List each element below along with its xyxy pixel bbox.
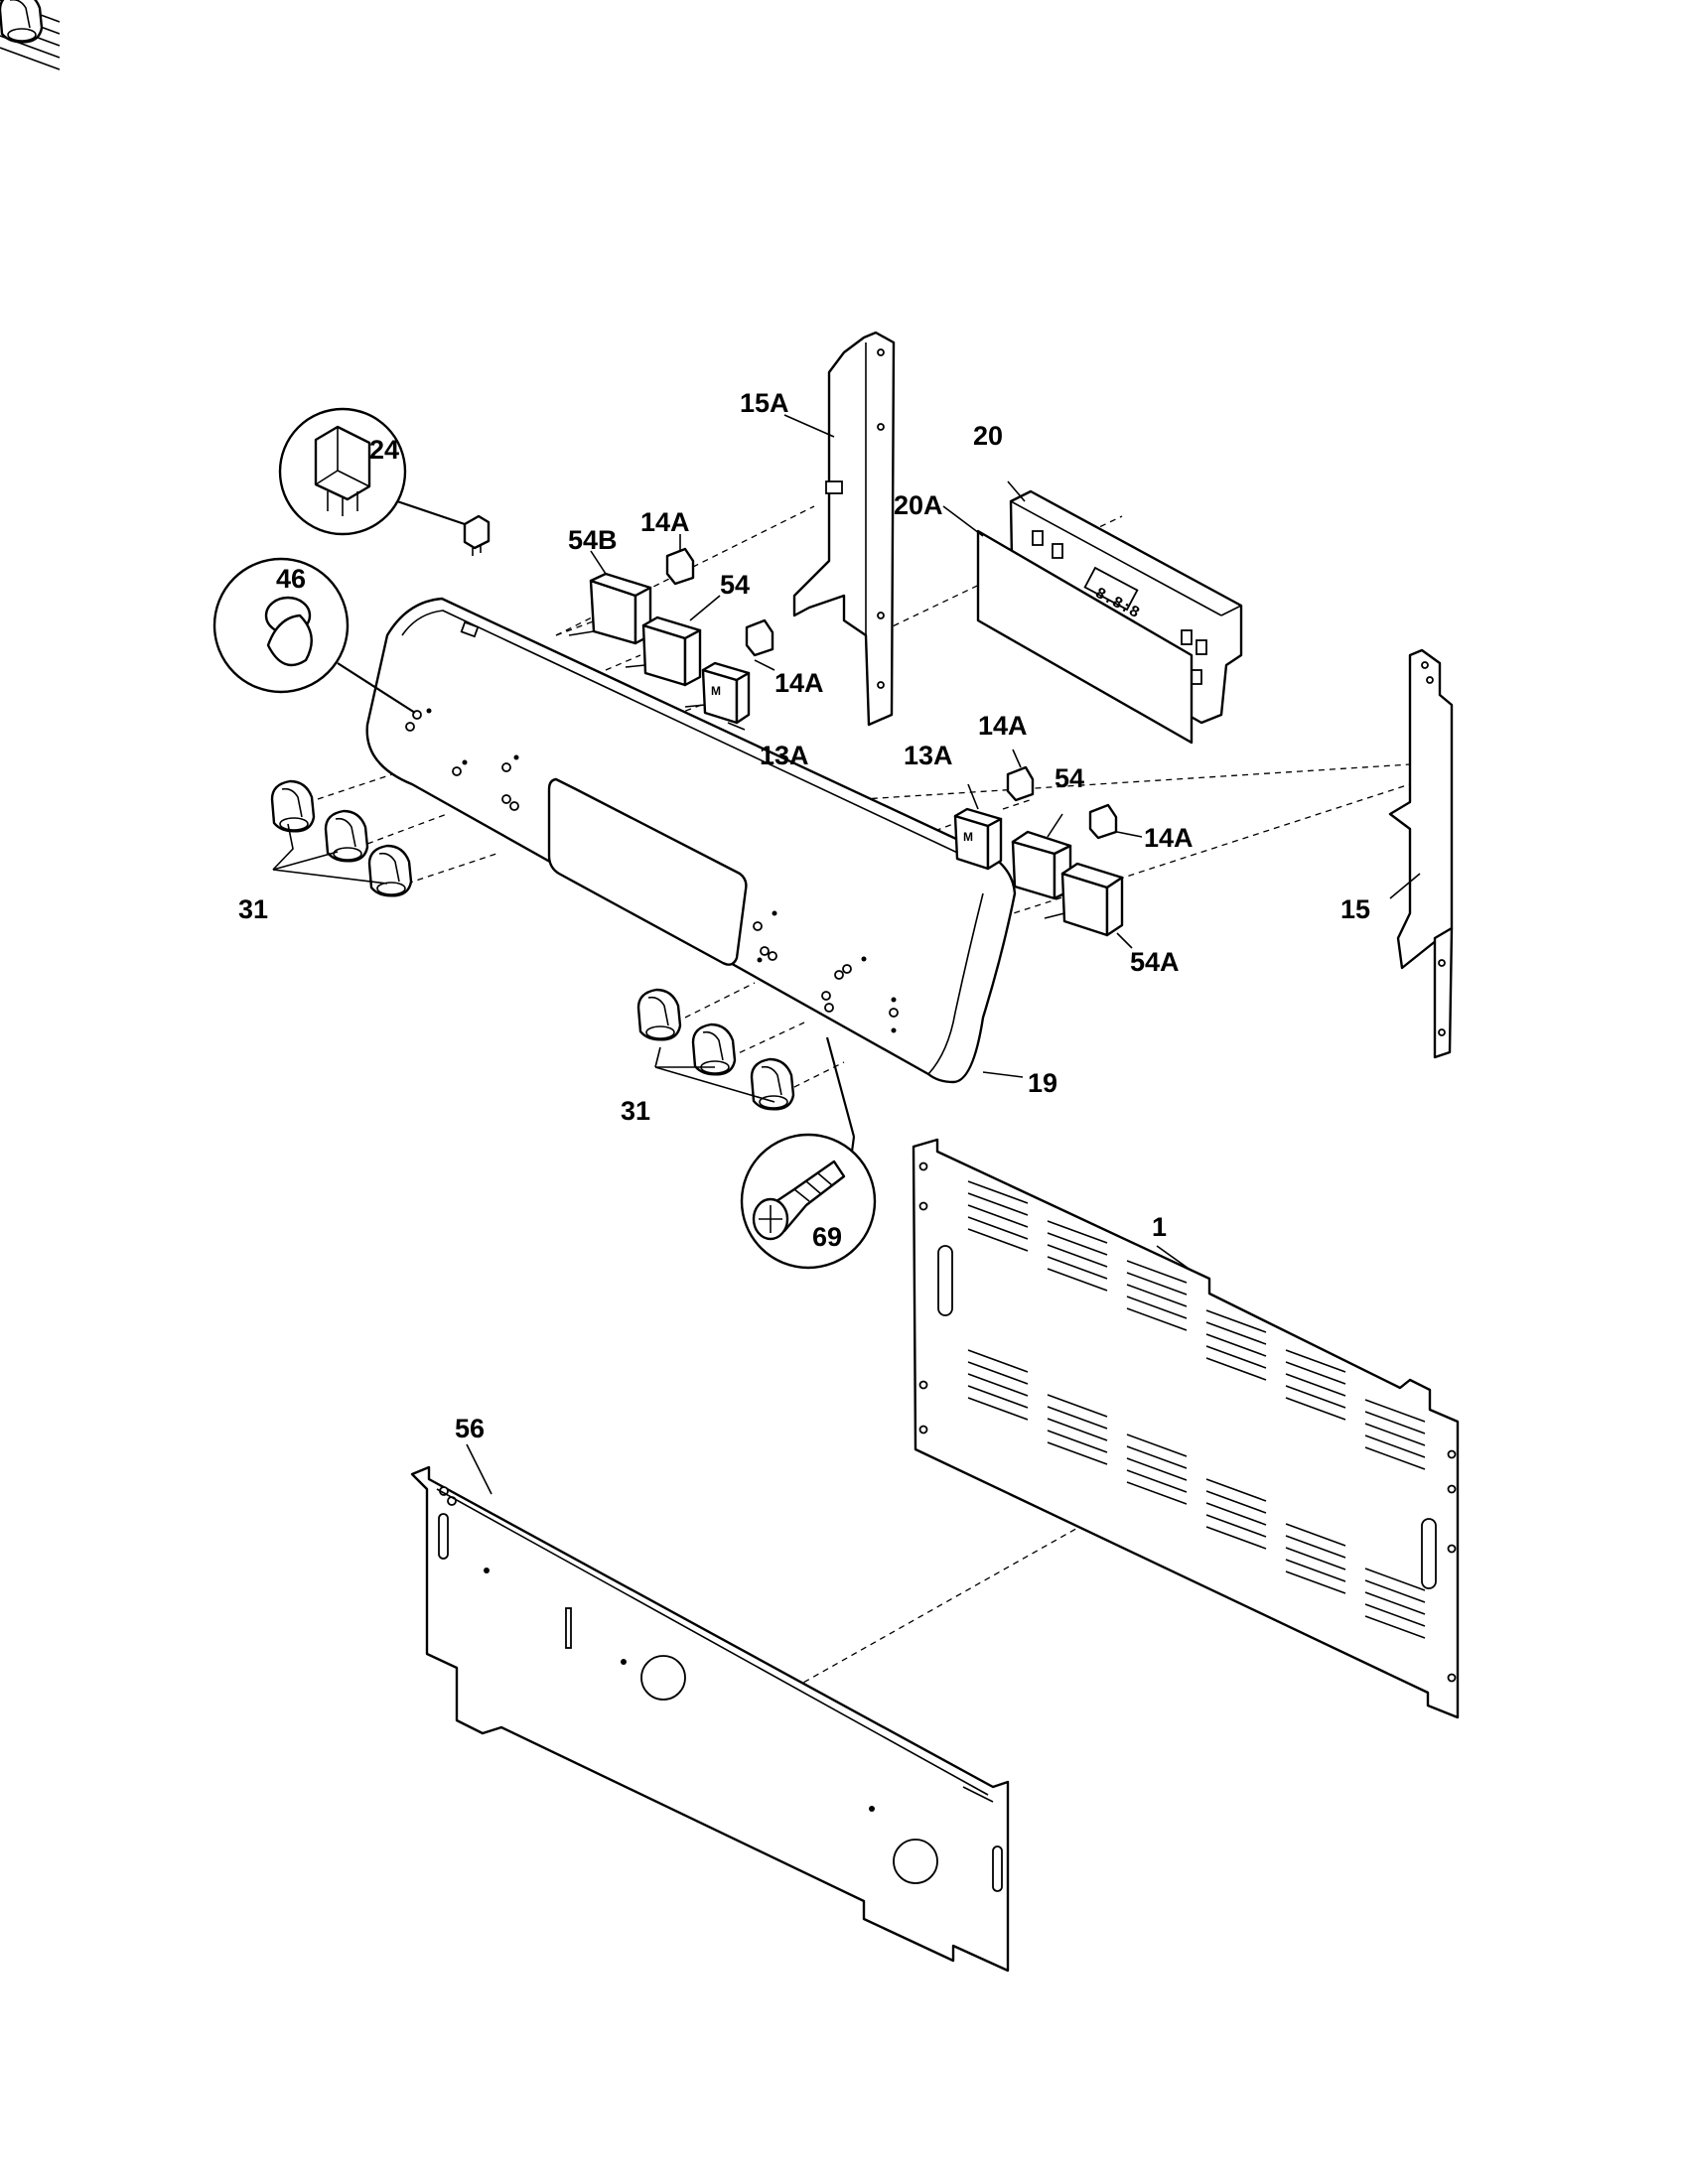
switch-13A-right: M: [953, 807, 1003, 871]
detail-circle-46: [212, 557, 416, 714]
callout-13A-right: 13A: [904, 741, 953, 770]
switch-13A-left: M: [684, 661, 751, 725]
part-20A-control-overlay: [976, 529, 1194, 745]
switch-54B: [568, 572, 652, 645]
detail-circle-69: [740, 1036, 877, 1270]
svg-text:M: M: [963, 830, 973, 844]
callout-69: 69: [812, 1222, 842, 1252]
callout-54B: 54B: [568, 525, 618, 555]
part-15-right-end-bracket: [1388, 648, 1454, 1059]
callout-31-left: 31: [238, 894, 268, 924]
callout-13A-left: 13A: [760, 741, 809, 770]
terminal-14A-right-top: [1006, 765, 1035, 802]
part-56-lower-bracket: [410, 1465, 1010, 1973]
callout-leaders: [272, 414, 1421, 1495]
svg-text:M: M: [711, 684, 721, 698]
callout-14A-right-top: 14A: [978, 711, 1028, 741]
knobs-31-right: [636, 988, 795, 1111]
callout-14A-mid: 14A: [774, 668, 824, 698]
knobs-31-left: [0, 0, 413, 897]
callout-14A-top: 14A: [640, 507, 690, 537]
callout-1: 1: [1152, 1212, 1167, 1242]
callout-54A: 54A: [1130, 947, 1180, 977]
part-19-control-panel: [365, 597, 1017, 1084]
terminal-14A-top: [665, 547, 695, 586]
detail-circle-24: [278, 407, 466, 536]
terminal-14A-right: [1088, 803, 1118, 840]
knob-shaft-holes: [405, 708, 899, 1033]
callout-15A: 15A: [740, 388, 789, 418]
callout-54-right: 54: [1055, 763, 1084, 793]
terminal-14A-mid: [745, 618, 774, 657]
switch-54A: [1044, 862, 1124, 937]
callout-labels: 15A 20 20A 24 46 54B 14A 54 14A 13A 14A …: [238, 388, 1370, 1443]
callout-56: 56: [455, 1414, 485, 1443]
callout-20A: 20A: [894, 490, 943, 520]
part-1-rear-panel: [0, 0, 1460, 1719]
callout-31-right: 31: [621, 1096, 650, 1126]
callout-46: 46: [276, 564, 306, 594]
callout-14A-right: 14A: [1144, 823, 1194, 853]
switch-54-top: [625, 615, 702, 687]
switch-54-right: [1011, 830, 1072, 900]
callout-19: 19: [1028, 1068, 1057, 1098]
callout-54-top: 54: [720, 570, 750, 600]
part-15A-left-end-bracket: [792, 331, 896, 727]
callout-15: 15: [1340, 894, 1370, 924]
callout-20: 20: [973, 421, 1003, 451]
callout-24: 24: [369, 435, 399, 465]
rocker-switch-24-small: [463, 514, 491, 556]
